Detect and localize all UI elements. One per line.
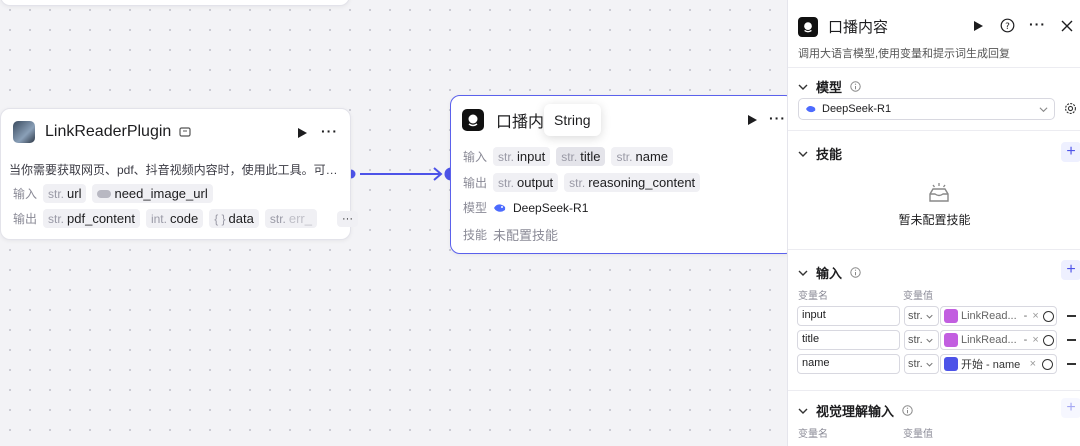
- model-select[interactable]: DeepSeek-R1: [798, 98, 1055, 120]
- empty-box-icon: [929, 183, 949, 202]
- panel-title[interactable]: 口播内容: [828, 19, 889, 36]
- info-icon: [902, 405, 913, 416]
- deepseek-icon: [806, 106, 816, 113]
- chevron-down-icon: [1039, 106, 1048, 112]
- llm-logo-icon: [798, 16, 818, 37]
- type-select[interactable]: str.: [904, 354, 939, 374]
- chevron-down-icon[interactable]: [798, 82, 808, 92]
- clear-icon[interactable]: ×: [1029, 358, 1036, 370]
- more-icon[interactable]: ···: [321, 123, 338, 139]
- clear-icon[interactable]: ×: [1032, 334, 1039, 346]
- var-name-input[interactable]: title: [797, 330, 900, 350]
- skill-value: 未配置技能: [493, 228, 559, 243]
- run-icon[interactable]: [746, 114, 758, 126]
- add-input-button[interactable]: +: [1061, 260, 1080, 280]
- input-chip[interactable]: str.title: [556, 147, 606, 166]
- connection-edge[interactable]: [340, 160, 460, 190]
- output-chip[interactable]: str.output: [493, 173, 559, 192]
- help-icon[interactable]: ?: [1000, 18, 1015, 33]
- var-name-input[interactable]: input: [797, 306, 900, 326]
- output-chip[interactable]: str.reasoning_content: [564, 173, 701, 192]
- col-var-value: 变量值: [903, 291, 933, 302]
- more-icon[interactable]: ···: [1029, 16, 1046, 32]
- input-section-title: 输入: [816, 266, 843, 281]
- target-icon[interactable]: [1042, 334, 1054, 346]
- plugin-icon: [944, 333, 958, 347]
- chevron-down-icon[interactable]: [798, 406, 808, 416]
- col-var-name: 变量名: [798, 291, 828, 302]
- node-settings-panel: 口播内容 ? ··· 调用大语言模型,使用变量和提示词生成回复 模型 DeepS…: [787, 0, 1080, 446]
- model-label: 模型: [463, 201, 488, 215]
- deepseek-icon: [494, 203, 506, 212]
- plugin-logo-icon: [13, 121, 35, 143]
- add-skill-button[interactable]: +: [1061, 142, 1080, 162]
- model-value: DeepSeek-R1: [513, 200, 589, 215]
- close-icon[interactable]: [1061, 20, 1073, 32]
- output-chip[interactable]: str.pdf_content: [43, 209, 140, 228]
- remove-row-button[interactable]: [1067, 363, 1076, 365]
- top-node-partial[interactable]: [0, 0, 350, 6]
- plugin-badge-icon: [179, 127, 191, 137]
- run-icon[interactable]: [296, 127, 308, 139]
- target-icon[interactable]: [1042, 310, 1054, 322]
- type-select[interactable]: str.: [904, 330, 939, 350]
- clear-icon[interactable]: ×: [1032, 310, 1039, 322]
- input-chip[interactable]: str.input: [493, 147, 551, 166]
- input-chip[interactable]: str.url: [43, 184, 87, 203]
- plugin-icon: [944, 309, 958, 323]
- var-name-input[interactable]: name: [797, 354, 900, 374]
- plugin-title: LinkReaderPlugin: [45, 123, 172, 140]
- output-chip[interactable]: str.err_: [264, 209, 317, 228]
- plugin-description: 当你需要获取网页、pdf、抖音视频内容时，使用此工具。可…: [9, 163, 338, 177]
- output-chip[interactable]: int.code: [145, 209, 204, 228]
- output-label: 输出: [13, 212, 38, 226]
- output-label: 输出: [463, 176, 488, 190]
- settings-icon[interactable]: [1064, 102, 1077, 115]
- target-icon[interactable]: [1042, 358, 1053, 370]
- col-var-name: 变量名: [798, 429, 828, 440]
- skill-empty-text: 暂未配置技能: [898, 213, 971, 227]
- toggle-icon: [97, 189, 112, 198]
- info-icon: [850, 81, 861, 92]
- type-select[interactable]: str.: [904, 306, 939, 326]
- start-icon: [944, 357, 958, 371]
- skill-section-title: 技能: [816, 147, 843, 162]
- col-var-value: 变量值: [903, 429, 933, 440]
- svg-text:?: ?: [1005, 22, 1010, 32]
- chevron-down-icon[interactable]: [798, 268, 808, 278]
- llm-node[interactable]: 口播内容 ··· 输入 str.input str.title str.name…: [450, 95, 795, 254]
- model-select-value: DeepSeek-R1: [822, 103, 892, 115]
- chevron-down-icon[interactable]: [798, 149, 808, 159]
- input-label: 输入: [13, 187, 38, 201]
- skill-label: 技能: [463, 228, 488, 242]
- var-value-select[interactable]: 开始 - name ×: [940, 354, 1057, 374]
- remove-row-button[interactable]: [1067, 339, 1076, 341]
- remove-row-button[interactable]: [1067, 315, 1076, 317]
- plugin-node[interactable]: LinkReaderPlugin ··· 当你需要获取网页、pdf、抖音视频内容…: [0, 108, 358, 240]
- var-value-select[interactable]: LinkRead... - ×: [940, 306, 1057, 326]
- llm-logo-icon: [462, 109, 484, 131]
- more-outputs-button[interactable]: ···: [337, 210, 358, 227]
- input-chip[interactable]: str.name: [611, 147, 674, 166]
- model-section-title: 模型: [816, 80, 843, 95]
- input-chip[interactable]: need_image_url: [92, 184, 213, 203]
- info-icon: [850, 267, 861, 278]
- run-icon[interactable]: [973, 20, 984, 32]
- var-value-select[interactable]: LinkRead... - ×: [940, 330, 1057, 350]
- input-label: 输入: [463, 150, 488, 164]
- add-vision-input-button[interactable]: +: [1061, 398, 1080, 418]
- output-chip[interactable]: { }data: [209, 209, 259, 228]
- vision-section-title: 视觉理解输入: [816, 404, 895, 419]
- more-icon[interactable]: ···: [769, 110, 786, 126]
- panel-subtitle: 调用大语言模型,使用变量和提示词生成回复: [798, 48, 1011, 60]
- type-tooltip: String: [544, 104, 601, 136]
